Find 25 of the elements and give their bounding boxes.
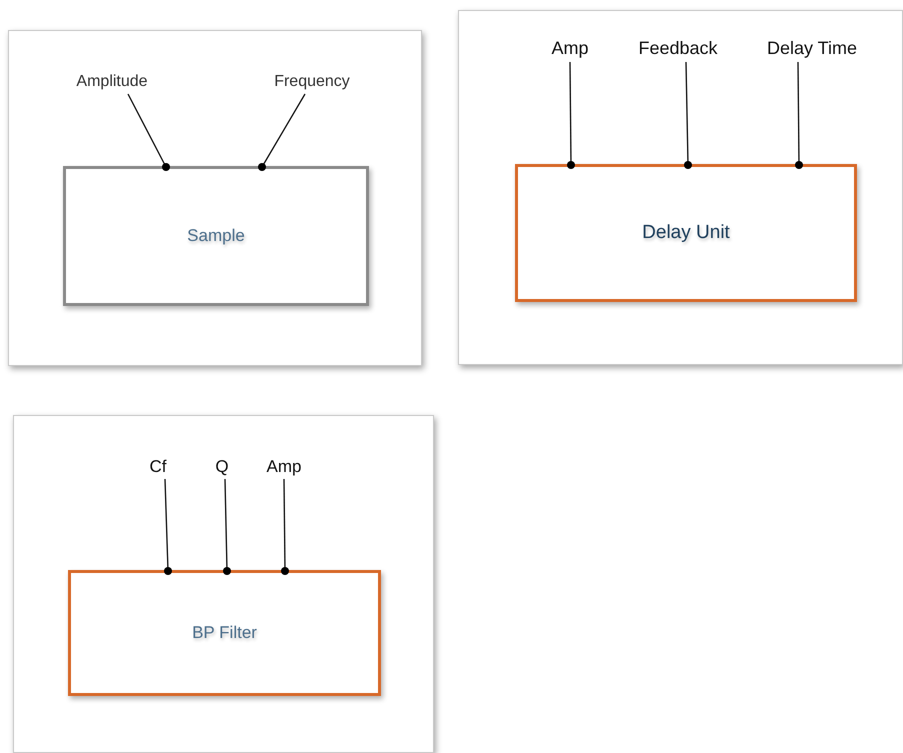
leader-line bbox=[684, 62, 692, 169]
module-label: Sample bbox=[186, 226, 246, 246]
parameter-label: Amp bbox=[258, 455, 310, 478]
leader-line bbox=[567, 62, 575, 169]
leader-line bbox=[795, 62, 803, 169]
module-label: BP Filter bbox=[191, 623, 258, 643]
module-box bbox=[63, 166, 369, 306]
panel-card bbox=[13, 415, 434, 753]
parameter-label: Frequency bbox=[257, 71, 367, 93]
leader-line bbox=[223, 478, 231, 575]
parameter-label: Cf bbox=[140, 455, 176, 478]
panel-card bbox=[458, 10, 903, 365]
leader-line bbox=[164, 478, 172, 575]
module-box bbox=[68, 570, 381, 696]
module-box bbox=[515, 164, 857, 302]
leader-line bbox=[127, 94, 170, 171]
leader-line bbox=[258, 94, 306, 171]
parameter-label: Amp bbox=[536, 36, 604, 61]
panel-card bbox=[8, 30, 422, 366]
parameter-label: Amplitude bbox=[57, 71, 167, 93]
leader-line bbox=[281, 479, 289, 575]
parameter-label: Feedback bbox=[620, 36, 736, 61]
parameter-label: Delay Time bbox=[744, 36, 880, 61]
parameter-label: Q bbox=[206, 455, 238, 478]
module-label: Delay Unit bbox=[641, 222, 731, 244]
